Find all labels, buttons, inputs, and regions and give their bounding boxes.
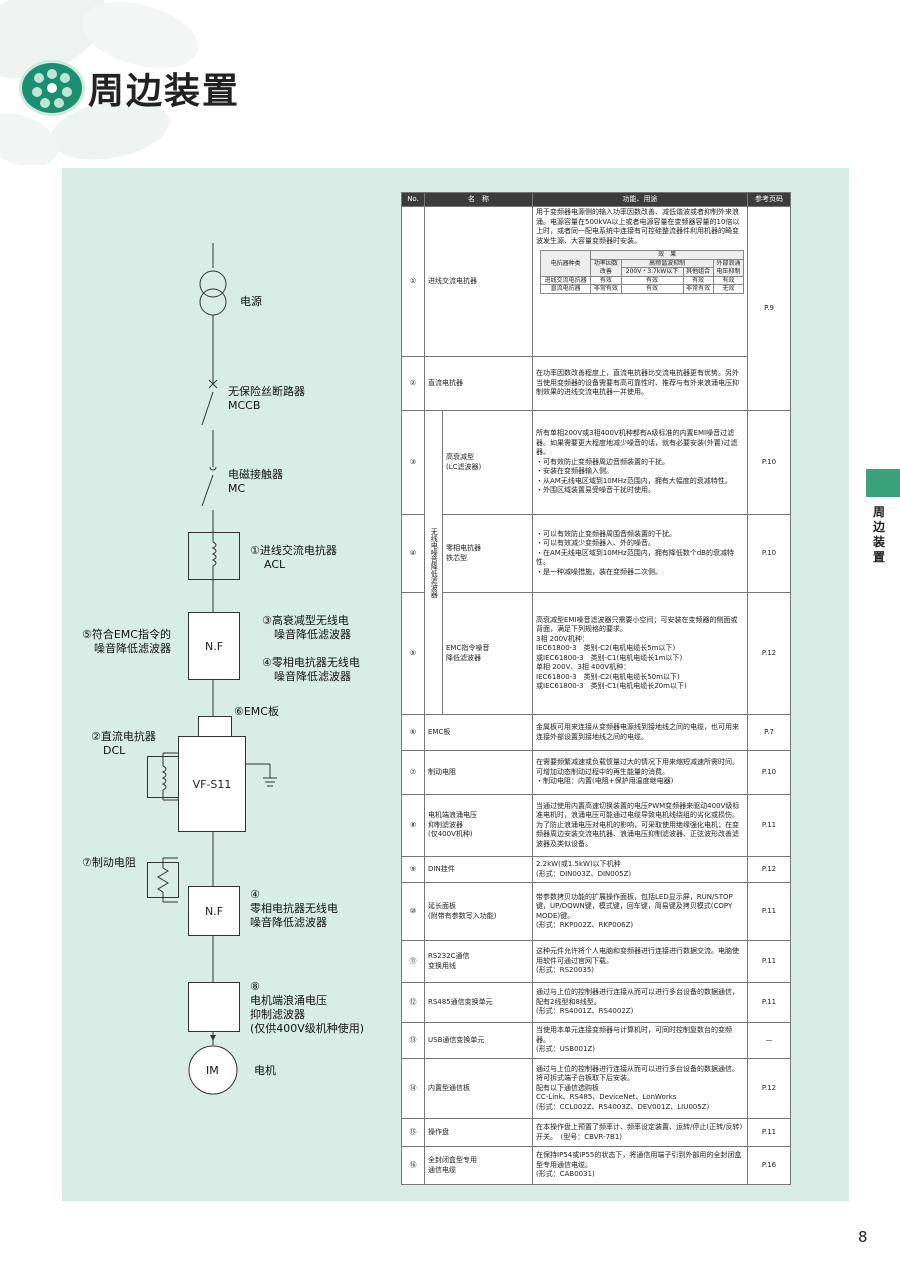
nf-lc-label: ③高衰减型无线电噪音降低滤波器 [262,614,351,641]
power-transformer-upper [199,270,227,298]
green-round-logo-icon [22,63,82,113]
acl-box [188,532,240,580]
table-row: ⑭ 内置型通信板 通过与上位的控制器进行连接从而可以进行多台设备的数据通信。将可… [401,1058,791,1119]
table-header-row: No. 名 称 功能、用途 参考页码 [401,192,791,207]
table-row: ② 直流电抗器 在功率因数改善程度上，直流电抗器比交流电抗器更有优势。另外当使用… [401,356,791,411]
nf-box: N.F [188,612,240,680]
table-row: ③ 无线电噪音降低滤波器 高衰减型 (LC滤波器) 所有单相200V或3相400… [401,410,791,715]
emc-plate-box [198,716,232,738]
nf2-box: N.F [188,886,240,936]
mccb-switch [201,391,214,426]
inverter-box: VF-S11 [178,736,246,832]
table-row: ⑥ EMC板 金属板可用来连接从变频器电源线到接地线之间的电缆，也可用来连接外部… [401,714,791,751]
surge-filter-box [188,982,240,1032]
table-row: ⑬ USB通信变换单元 当使用本单元连接变频器与计算机时，可同时控制复数台的变频… [401,1022,791,1059]
page-header: 周边装置 [0,0,900,165]
dcl-coil [161,765,167,791]
table-row: ⑦ 制动电阻 在需要频繁减速或负载惯量过大的情况下用来缩短减速所需时间。可增加动… [401,750,791,795]
table-row: ⑧ 电机端浪涌电压 抑制滤波器 (仅400V机种) 当通过使用内置高速切换装置的… [401,794,791,857]
col-header-no: No. [401,192,425,207]
table-row: ⑪ RS232C通信 变换用线 这种元件允许将个人电脑和变频器进行连接进行数据交… [401,940,791,983]
header-petal-decoration [0,0,199,165]
table-row: ① 进线交流电抗器 用于变频器电源侧的输入功率因数改善、减低谐波或者抑制外来浪涌… [401,206,791,411]
side-tab-label: 周边装置 [873,505,886,564]
table-row: ⑫ RS485通信变换单元 通过与上位的控制器进行连接从而可以进行多台设备的数据… [401,982,791,1023]
arrow-to-motor [210,1035,216,1041]
col-header-function: 功能、用途 [532,192,748,207]
brake-box [147,862,179,898]
motor-text: 电机 [254,1064,276,1077]
mc-contact [209,466,217,471]
table-row: ⑩ 延长面板 (附带有参数写入功能) 带参数拷贝功能的扩展操作面板，包括LED显… [401,882,791,941]
side-tab-marker [866,469,900,497]
mc-switch [201,474,214,507]
motor-label: IM [206,1064,219,1077]
table-row: ⑤ EMC指令噪音 降低滤波器 高衰减型EMI噪音滤波器只需要小空间；可安装在变… [401,592,791,715]
reactor-effect-subtable: 电抗器种类效 果 功率因数改善高频谐波抑制外部浪涌电压抑制 200V・3.7kW… [539,250,745,294]
page-number: 8 [858,1228,868,1246]
emc-plate-label: ⑥EMC板 [234,705,279,718]
col-header-ref: 参考页码 [747,192,791,207]
emc-filter-label: ⑤符合EMC指令的噪音降低滤波器 [82,628,171,655]
motor-circle [188,1045,238,1095]
power-transformer-lower [199,288,227,316]
peripheral-table: No. 名 称 功能、用途 参考页码 ① 进线交流电抗器 用于变频器电源侧的输入… [401,192,791,1185]
mccb-cross [208,379,218,389]
table-row: ④ 零相电抗器 铁芯型 ・可以有效防止变频器周围音频装置的干扰。 ・可以有效减少… [401,514,791,593]
table-row: ⑨ DIN挂件 2.2kW(或1.5kW)以下机种 (形式：DIN003Z、DI… [401,856,791,883]
noise-filter-group-label: 无线电噪音降低滤波器 [424,410,443,715]
brake-label: ⑦制动电阻 [82,856,136,869]
page-title: 周边装置 [88,71,241,112]
nf-zero-label: ④零相电抗器无线电噪音降低滤波器 [262,656,360,683]
col-header-name: 名 称 [424,192,533,207]
table-row: ⑮ 操作盘 在本操作盘上预置了频率计、频率设定装置、运转/停止(正转/反转)开关… [401,1118,791,1147]
table-row: ⑯ 全封闭盒型专用 通信电缆 在保持IP54或IP55的状态下，将通信用端子引到… [401,1146,791,1185]
power-label: 电源 [240,295,262,308]
acl-coil [211,541,217,567]
brake-resistor-zigzag [157,867,169,893]
dcl-box [147,756,179,798]
